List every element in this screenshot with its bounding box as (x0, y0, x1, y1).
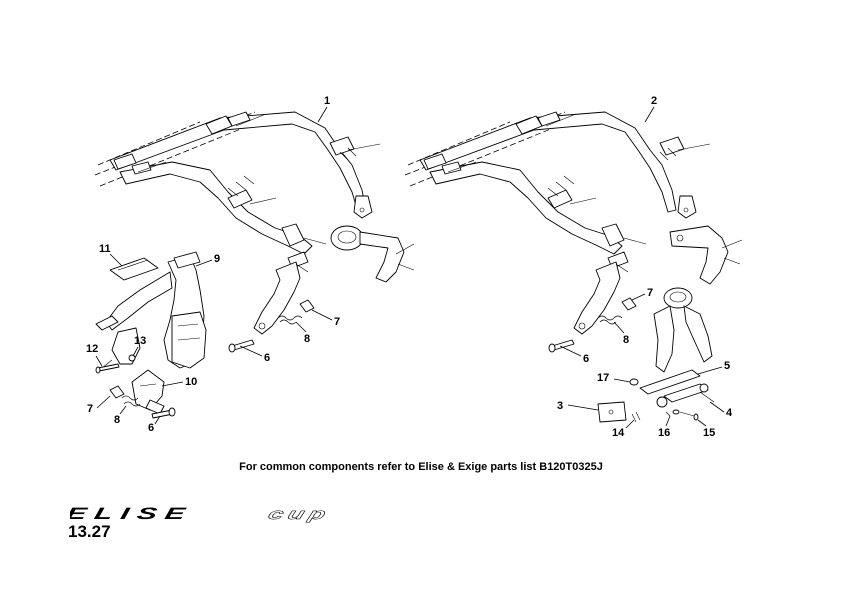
callout-6a: 6 (264, 352, 270, 364)
retractor-left (330, 225, 415, 283)
callout-6c: 6 (583, 353, 589, 365)
cup-logo-text: cup (266, 505, 330, 523)
callout-8b: 8 (114, 414, 120, 426)
callout-13: 13 (134, 335, 146, 347)
belt-assembly-2 (404, 111, 711, 255)
callout-15: 15 (703, 427, 715, 439)
harness-bracket-right (653, 287, 713, 373)
callout-7a: 7 (334, 316, 340, 328)
buckle-stalk-left (228, 251, 315, 353)
callout-9: 9 (214, 253, 220, 265)
callout-17: 17 (597, 372, 609, 384)
fixings-left (95, 354, 136, 374)
callout-1: 1 (324, 95, 330, 107)
callout-14: 14 (612, 427, 625, 439)
callout-7b: 7 (87, 403, 93, 415)
callout-3: 3 (557, 400, 563, 412)
belt-assembly-1 (94, 111, 381, 255)
elise-logo-text: ELISE (70, 505, 195, 523)
callout-16: 16 (658, 427, 670, 439)
mounting-bar-5 (597, 369, 715, 423)
callout-12: 12 (86, 343, 98, 355)
callouts: 1 2 11 9 7 8 6 13 12 10 7 8 6 7 8 6 5 17 (86, 95, 733, 439)
page-number: 13.27 (68, 522, 111, 541)
elise-cup-logo: ELISE cup (70, 505, 330, 523)
buckle-stalk-right (548, 251, 637, 353)
lap-belt-left (95, 251, 207, 369)
callout-7c: 7 (647, 287, 653, 299)
callout-8c: 8 (623, 334, 629, 346)
callout-8a: 8 (304, 333, 310, 345)
callout-6b: 6 (148, 422, 154, 434)
callout-5: 5 (724, 360, 730, 372)
callout-4: 4 (726, 407, 733, 419)
callout-11: 11 (99, 243, 111, 255)
callout-2: 2 (651, 95, 657, 107)
buckle-10 (109, 369, 176, 419)
plate-11 (109, 257, 159, 281)
common-components-note: For common components refer to Elise & E… (239, 461, 603, 473)
callout-10: 10 (185, 376, 197, 388)
retractor-right (669, 225, 743, 285)
